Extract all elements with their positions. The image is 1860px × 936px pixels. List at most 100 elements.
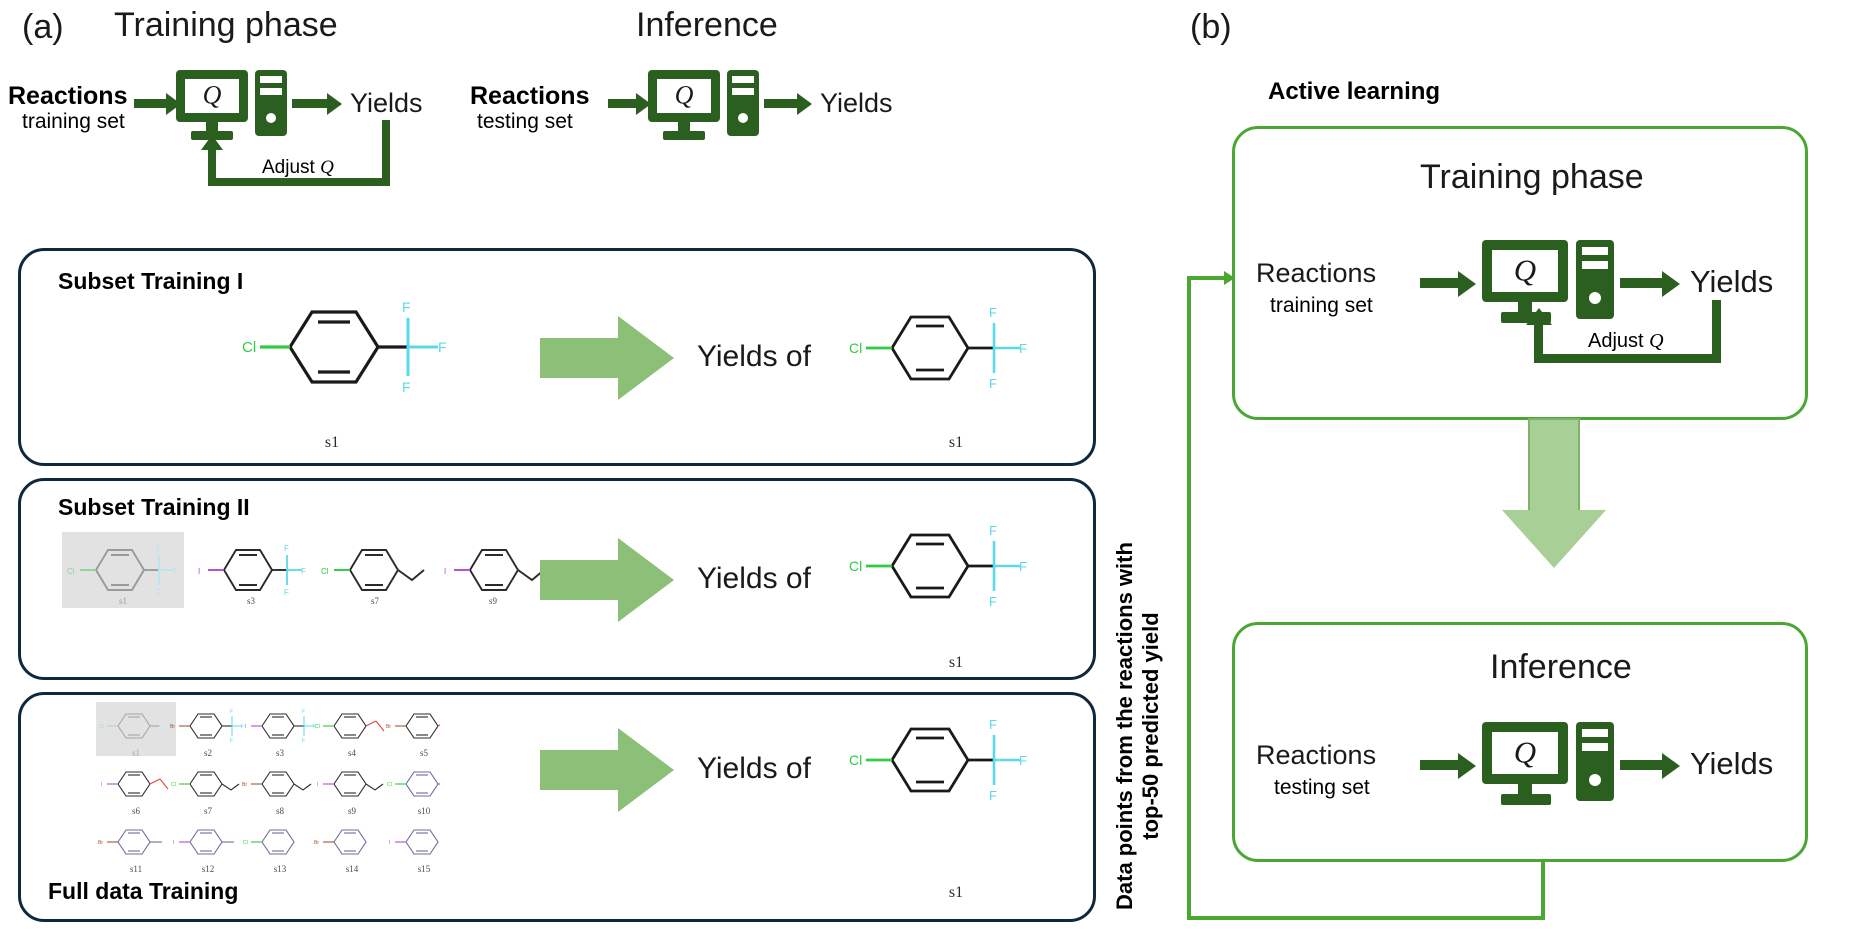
svg-text:Cl: Cl [99,724,104,730]
svg-text:Cl: Cl [171,782,176,788]
panel-b-infer-arrow-out-head [1662,753,1680,779]
full-tag-s5: s5 [419,748,428,758]
infer-arrow-out [764,99,799,108]
full-grid-row1: Cl F F F Br F F F I F F [99,709,440,744]
computer-tower [1576,240,1614,319]
feedback-line-horizontal [208,178,390,186]
svg-text:F: F [173,567,178,576]
svg-text:I: I [444,567,446,576]
train-reactions-label: Reactions [8,82,128,110]
panel-b-infer-reactions-label: Reactions [1256,740,1377,770]
svg-text:I: I [389,840,390,846]
feedback-caption-line1: Data points from the reactions with [1112,542,1137,910]
monitor-neck [1518,302,1532,313]
arrow-model-to-yields [292,99,329,108]
active-loop-in-horizontal [1187,276,1227,280]
panel-b-infer-arrow-in-head [1458,753,1476,779]
svg-text:Br: Br [386,724,391,730]
tower-power-dot [738,113,748,123]
molecule-tag-s7-sub2: s7 [370,596,379,606]
panel-b-feedback-arrow-head [1526,308,1552,325]
computer-icon-panel-b-inference: Q [1482,722,1614,808]
active-loop-right-up [1541,860,1545,920]
train-reactions-sublabel: training set [22,110,125,133]
panel-b-train-reactions-label: Reactions [1256,258,1377,288]
full-tag-s14: s14 [345,864,359,874]
molecule-s9-small: I [444,549,545,591]
panel-b-adjust-q-prefix: Adjust [1588,330,1650,352]
panel-a-inference-title: Inference [636,6,778,44]
svg-text:F: F [302,709,305,715]
tower-slot-1 [1582,247,1608,255]
monitor-base [663,131,705,140]
target-molecule-s1-box1: Cl F F F [849,305,1027,391]
svg-text:F: F [989,523,997,538]
full-tag-s10: s10 [417,806,431,816]
full-tag-s6: s6 [131,806,140,816]
monitor-screen: Q [1482,240,1568,302]
svg-text:F: F [402,299,411,315]
monitor-neck [678,122,690,132]
block-arrow-head [618,316,674,400]
arrow-model-to-yields-head [327,93,342,115]
block-arrow-subset-2 [540,538,674,622]
full-tag-s3: s3 [275,748,284,758]
svg-text:I: I [317,782,318,788]
adjust-q-italic: Q [320,157,334,178]
molecule-s1-large: Cl F F F [242,299,447,395]
block-arrow-body [540,338,620,378]
tower-slot-1 [732,76,754,83]
block-arrow-head [618,538,674,622]
infer-arrow-out-head [797,93,812,115]
tower-power-dot [1589,774,1601,786]
panel-b-train-yields-label: Yields [1690,264,1774,299]
panel-a-letter: (a) [22,8,64,46]
active-learning-label: Active learning [1268,78,1441,105]
svg-text:F: F [230,709,233,715]
panel-b-infer-arrow-in [1420,760,1460,770]
molecule-tag-s1: s1 [324,434,340,451]
panel-b-feedback-vertical-right [1712,300,1721,362]
full-tag-s7: s7 [203,806,212,816]
panel-b-feedback-vertical-left [1534,322,1543,358]
feedback-line-vertical-left [208,148,216,182]
block-arrow-subset-1 [540,316,674,400]
block-arrow-down-train-to-infer [1502,418,1606,568]
target-molecule-tag-box1: s1 [948,434,964,451]
target-molecule-s1-box3: Cl F F F [849,717,1027,803]
molecule-tag-s9-sub2: s9 [488,596,497,606]
block-arrow-body [540,750,620,790]
svg-text:Cl: Cl [849,752,862,768]
tower-slot-1 [260,76,282,83]
monitor-screen: Q [1482,722,1568,784]
yields-of-label-1: Yields of [697,340,811,373]
panel-b-train-arrow-in [1420,278,1460,288]
computer-icon-training: Q [176,70,287,140]
svg-text:I: I [198,567,200,576]
monitor-neck [1518,784,1532,795]
full-tag-s8: s8 [275,806,284,816]
feedback-arrow-head [201,135,223,150]
feedback-caption-line2: top-50 predicted yield [1138,612,1163,840]
computer-tower [727,70,759,136]
computer-icon-panel-b-training: Q [1482,240,1614,326]
svg-text:Br: Br [242,782,247,788]
tower-slot-2 [732,88,754,95]
active-loop-arrow-head [1224,271,1235,285]
svg-text:F: F [284,588,289,597]
panel-b-train-arrow-out-head [1662,271,1680,297]
svg-text:F: F [156,544,161,553]
target-molecule-s1-box2: Cl F F F [849,523,1027,609]
svg-text:Cl: Cl [387,782,392,788]
svg-text:Cl: Cl [321,567,329,576]
svg-text:F: F [1019,559,1027,574]
molecule-highlight-s1-full [96,702,176,756]
computer-tower [255,70,287,136]
svg-text:Br: Br [98,840,103,846]
tower-slot-2 [1582,261,1608,269]
panel-b-infer-arrow-out [1620,760,1664,770]
svg-text:Cl: Cl [315,724,320,730]
tower-slot-1 [1582,729,1608,737]
yields-of-label-2: Yields of [697,562,811,595]
full-grid-row3: Br I Cl Br [98,829,439,855]
